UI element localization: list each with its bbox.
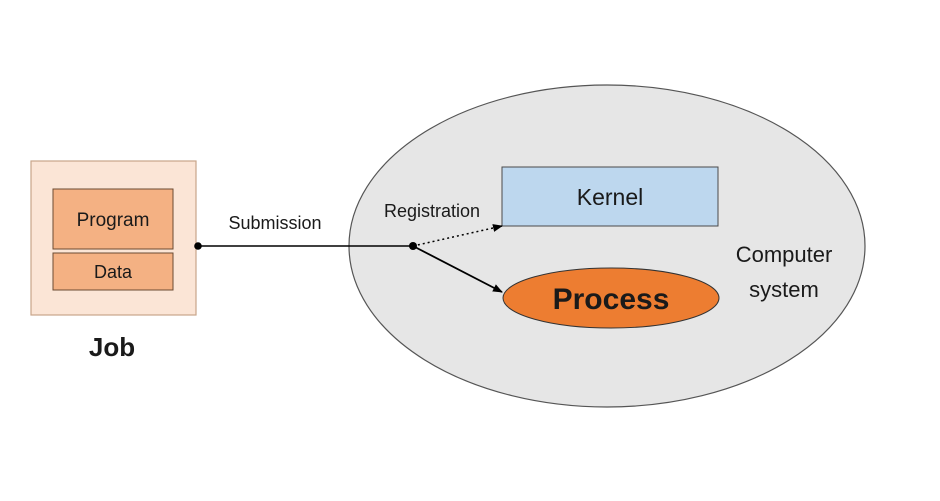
registration-process-arrow <box>412 245 503 293</box>
process-label: Process <box>553 283 670 316</box>
submission-label: Submission <box>228 213 321 233</box>
kernel-box <box>501 166 719 227</box>
program-label: Program <box>77 210 150 231</box>
computer-system-label-line2: system <box>749 277 819 302</box>
process-ellipse <box>502 267 720 329</box>
data-label: Data <box>94 262 133 282</box>
registration-label: Registration <box>384 201 480 221</box>
job-label: Job <box>89 332 135 362</box>
data-box <box>52 252 174 291</box>
program-box <box>52 188 174 250</box>
submission-dot <box>194 242 202 250</box>
registration-kernel-arrow <box>412 224 503 247</box>
kernel-label: Kernel <box>577 184 643 210</box>
computer-system-label-line1: Computer <box>736 242 833 267</box>
